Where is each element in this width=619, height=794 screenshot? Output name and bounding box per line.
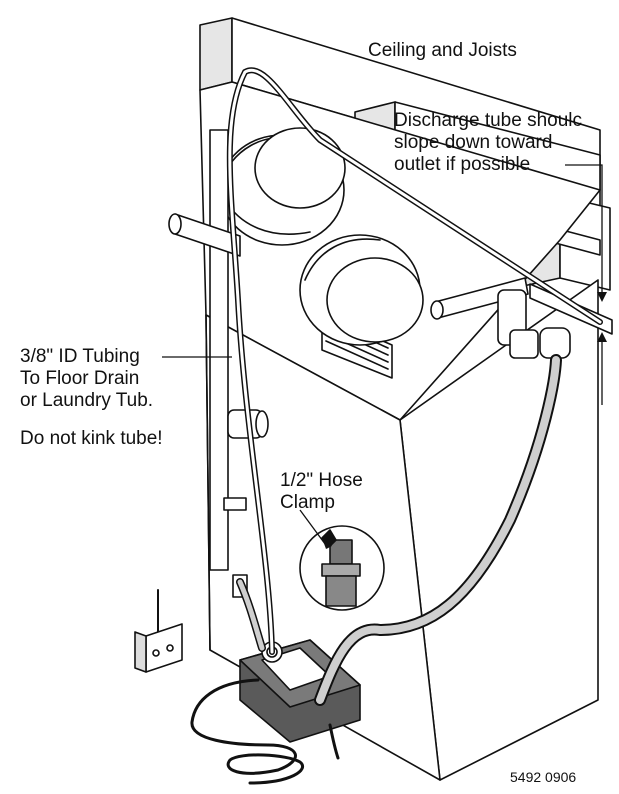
kink-warning: Do not kink tube!: [20, 428, 163, 449]
clamp-label-line-2: Clamp: [280, 492, 335, 513]
discharge-fittings: [430, 277, 613, 359]
ceiling-label: Ceiling and Joists: [368, 40, 517, 61]
tubing-label-line-2: To Floor Drain: [20, 368, 140, 389]
pvc-pipes: [168, 129, 269, 598]
hose-clamp-detail: [299, 525, 385, 611]
discharge-label-line-2: slope down toward: [394, 132, 553, 153]
discharge-leader: [565, 164, 603, 292]
power-cord: [190, 678, 304, 785]
figure-code: 5492 0906: [510, 769, 577, 785]
arrow-up: [597, 332, 607, 342]
arrow-down: [597, 292, 607, 302]
tubing-label-line-3: or Laundry Tub.: [20, 390, 154, 411]
outlet-box: [134, 589, 183, 673]
ducts: [219, 127, 424, 346]
tubing-label-line-1: 3/8" ID Tubing: [20, 346, 140, 367]
discharge-label-line-3: outlet if possible: [394, 154, 531, 175]
discharge-label-line-1: Discharge tube shoulc: [394, 110, 582, 131]
clamp-label-line-1: 1/2" Hose: [280, 470, 363, 491]
